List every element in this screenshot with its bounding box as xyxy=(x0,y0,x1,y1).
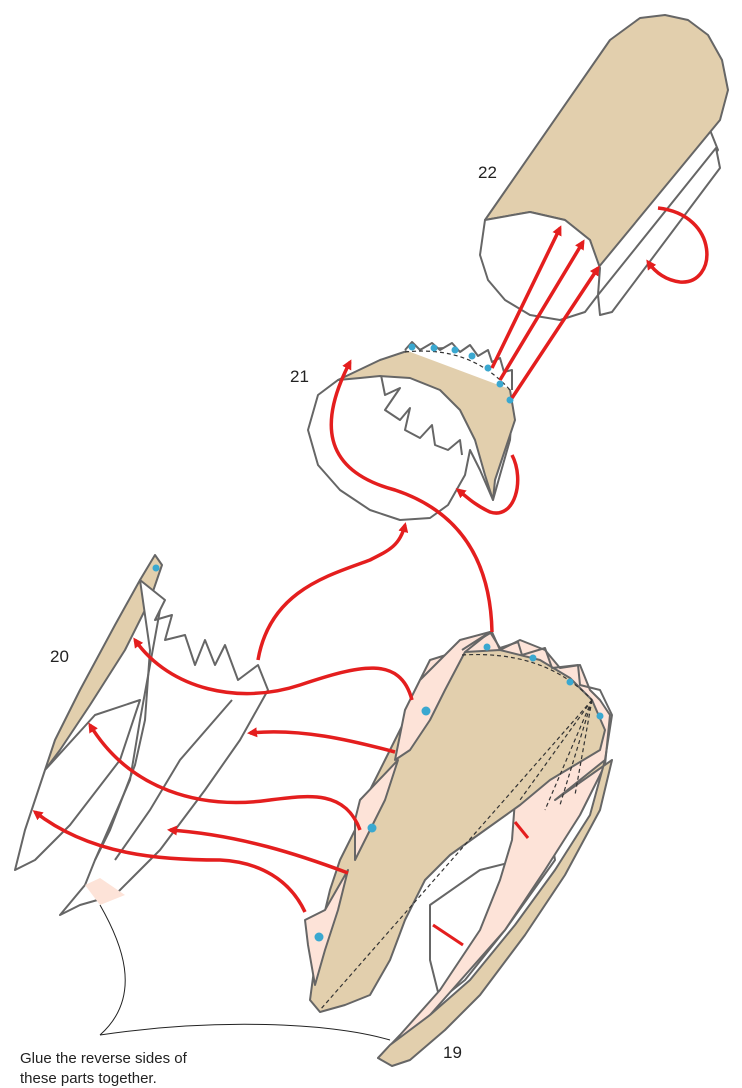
glue-dot xyxy=(452,347,459,354)
part-21-label: 21 xyxy=(290,367,309,386)
part-22-label: 22 xyxy=(478,163,497,182)
arrow-19-to-20-b xyxy=(250,732,395,752)
note-leader-right xyxy=(100,1024,390,1040)
note-leader-left xyxy=(100,905,125,1035)
glue-dot xyxy=(315,933,324,942)
note-line-1: Glue the reverse sides of xyxy=(20,1050,188,1067)
part-19-label: 19 xyxy=(443,1043,462,1062)
glue-dot xyxy=(484,644,491,651)
glue-dot xyxy=(409,344,416,351)
glue-dot xyxy=(597,713,604,720)
glue-dot xyxy=(368,824,377,833)
glue-dot xyxy=(497,381,504,388)
glue-dot xyxy=(567,679,574,686)
part-22: 22 xyxy=(478,15,728,320)
glue-dot xyxy=(431,345,438,352)
part-20-glue-dot xyxy=(153,565,160,572)
part-19: 19 xyxy=(305,632,612,1066)
glue-dot xyxy=(469,353,476,360)
glue-dot xyxy=(530,655,537,662)
glue-dot xyxy=(422,707,431,716)
part-20-label: 20 xyxy=(50,647,69,666)
note-line-2: these parts together. xyxy=(20,1070,157,1087)
glue-dot xyxy=(485,365,492,372)
arrow-20-to-21 xyxy=(258,525,405,660)
